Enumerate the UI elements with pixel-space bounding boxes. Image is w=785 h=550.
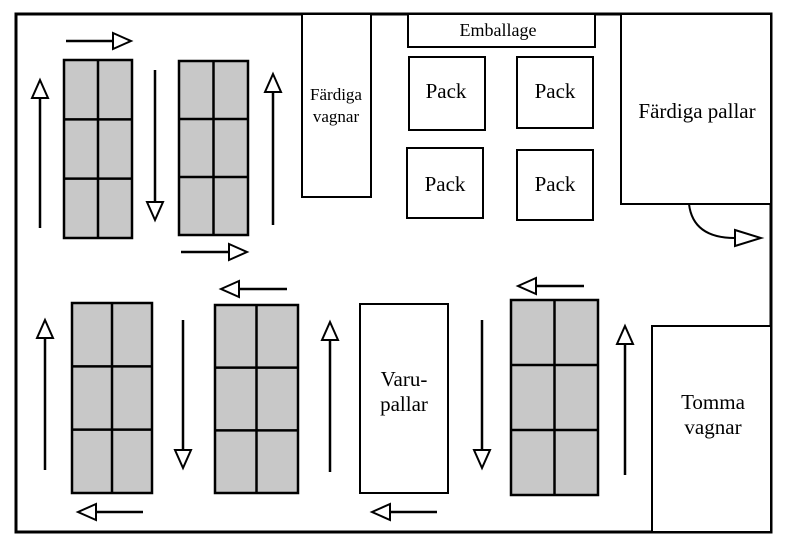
pack-station-2-label: Pack [535, 79, 576, 103]
flow-arrow-up-left-1-head [30, 77, 50, 99]
flow-arrow-bottom-left-2 [369, 502, 437, 522]
flow-arrow-left-right-side-head [515, 276, 537, 296]
tomma-vagnar-area: Tomma vagnar [651, 325, 772, 533]
flow-arrow-down-3-head [472, 449, 492, 471]
pack-station-1-box [408, 56, 486, 131]
flow-arrow-up-5 [615, 323, 635, 475]
varupallar-label-line1: Varu- [381, 367, 428, 391]
flow-arrow-down-1 [145, 70, 165, 223]
flow-arrow-down-1-head [145, 201, 165, 223]
flow-arrow-down-3 [472, 320, 492, 471]
curved-exit-arrow-head [734, 228, 765, 248]
flow-arrow-up-3-head [35, 317, 55, 339]
flow-arrow-left-mid-head [218, 279, 240, 299]
flow-arrow-bottom-left-1-head [75, 502, 97, 522]
flow-arrow-up-2-head [263, 71, 283, 93]
fardiga-vagnar-box [301, 13, 372, 198]
curved-exit-arrow [688, 203, 765, 248]
pack-station-3-box [406, 147, 484, 219]
shelf-group-5 [509, 298, 600, 497]
tomma-vagnar-box [651, 325, 772, 533]
curved-exit-arrow-shaft [688, 203, 736, 239]
pack-station-2-box [516, 56, 594, 129]
emballage-box [407, 13, 596, 48]
varupallar-box [359, 303, 449, 494]
flow-arrow-top-right [66, 31, 134, 51]
fardiga-vagnar-area: Färdiga vagnar [301, 13, 372, 198]
shelf-group-3 [70, 301, 154, 495]
flow-arrow-right-mid [181, 242, 250, 262]
flow-arrow-down-2-head [173, 449, 193, 471]
flow-arrow-up-left-1 [30, 77, 50, 228]
pack-station-1-label: Pack [426, 79, 467, 103]
shelf-group-2 [177, 59, 250, 237]
pack-stations: Pack Pack Pack Pack [406, 56, 594, 221]
emballage-label: Emballage [460, 20, 537, 40]
pack-station-4-box [516, 149, 594, 221]
flow-arrow-up-4-head [320, 319, 340, 341]
tomma-vagnar-label-line2: vagnar [684, 415, 741, 439]
varupallar-area: Varu- pallar [359, 303, 449, 494]
shelf-group-1 [62, 58, 134, 240]
emballage-area: Emballage [407, 13, 596, 48]
shelf-group-4 [213, 303, 300, 495]
fardiga-vagnar-label-line1: Färdiga [310, 85, 362, 104]
flow-arrow-bottom-left-2-head [369, 502, 391, 522]
flow-arrow-up-5-head [615, 323, 635, 345]
flow-arrow-left-mid [218, 279, 287, 299]
fardiga-pallar-area: Färdiga pallar [620, 13, 772, 205]
flow-arrow-down-2 [173, 320, 193, 471]
flow-arrow-up-2 [263, 71, 283, 225]
flow-arrows [30, 31, 635, 522]
flow-arrow-left-right-side [515, 276, 584, 296]
fardiga-pallar-box [620, 13, 772, 205]
flow-arrow-up-3 [35, 317, 55, 470]
shelf-groups [62, 58, 600, 497]
fardiga-pallar-label: Färdiga pallar [638, 99, 755, 123]
tomma-vagnar-label-line1: Tomma [681, 390, 746, 414]
outer-boundary [14, 12, 773, 534]
varupallar-label-line2: pallar [380, 392, 428, 416]
fardiga-vagnar-label-line2: vagnar [313, 107, 360, 126]
flow-arrow-right-mid-head [228, 242, 250, 262]
flow-arrow-up-4 [320, 319, 340, 472]
flow-arrow-bottom-left-1 [75, 502, 143, 522]
pack-station-4-label: Pack [535, 172, 576, 196]
pack-station-3-label: Pack [425, 172, 466, 196]
flow-arrow-top-right-head [112, 31, 134, 51]
